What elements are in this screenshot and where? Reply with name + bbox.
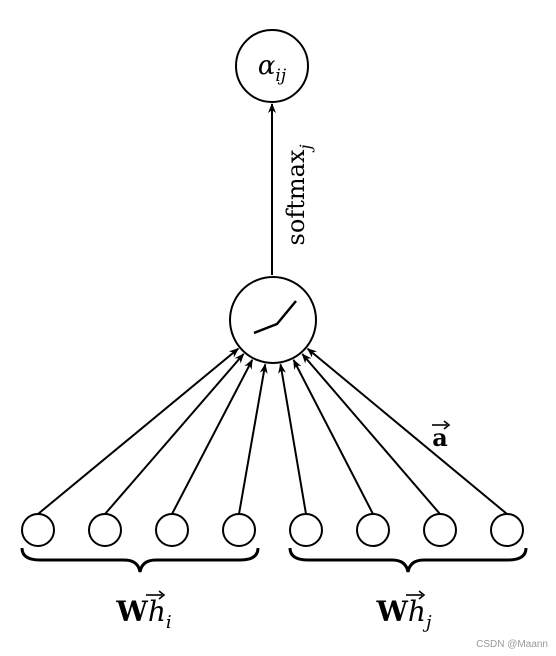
input-edges <box>37 347 508 515</box>
right-group-var: h <box>408 595 426 628</box>
right-vector-arrow-head-icon <box>418 590 426 600</box>
softmax-label: softmaxj <box>282 145 315 246</box>
right-input-node-1 <box>289 513 323 547</box>
left-group-label: Whi <box>115 590 172 633</box>
svg-text:Whi: Whi <box>115 595 171 633</box>
right-edge-1 <box>278 363 307 515</box>
left-edge-1 <box>37 347 240 515</box>
activation-node <box>229 276 317 364</box>
attention-vector-symbol: a <box>432 423 448 452</box>
right-edge-3 <box>301 353 441 515</box>
left-edge-2 <box>104 353 245 515</box>
right-edge-4 <box>306 347 508 515</box>
input-nodes <box>21 513 524 547</box>
left-vector-arrow-head-icon <box>158 590 166 600</box>
output-symbol: α <box>258 51 276 81</box>
left-edge-3 <box>171 359 254 515</box>
right-group-matrix: W <box>375 595 408 628</box>
svg-text:Whj: Whj <box>375 595 432 633</box>
right-group-label: Whj <box>375 590 432 633</box>
left-group-var: h <box>148 595 166 628</box>
leaky-relu-icon <box>253 300 297 335</box>
right-group-subscript: j <box>422 612 432 633</box>
left-input-node-1 <box>21 513 55 547</box>
left-group-subscript: i <box>166 612 172 633</box>
right-input-node-4 <box>490 513 524 547</box>
attention-vector-label: a <box>432 420 451 452</box>
softmax-base: softmax <box>282 149 310 245</box>
left-edge-4 <box>238 363 268 515</box>
right-input-node-3 <box>423 513 457 547</box>
right-edge-2 <box>292 359 374 515</box>
softmax-subscript: j <box>296 145 315 153</box>
output-node: αij <box>235 29 309 103</box>
right-brace <box>288 547 528 573</box>
output-label: αij <box>258 51 287 86</box>
right-input-node-2 <box>356 513 390 547</box>
left-input-node-3 <box>155 513 189 547</box>
output-subscript: ij <box>275 66 286 86</box>
vector-arrow-head-icon <box>443 420 451 430</box>
watermark: CSDN @Maann <box>476 639 548 650</box>
left-brace <box>20 547 260 573</box>
left-input-node-2 <box>88 513 122 547</box>
left-group-matrix: W <box>115 595 148 628</box>
left-input-node-4 <box>222 513 256 547</box>
